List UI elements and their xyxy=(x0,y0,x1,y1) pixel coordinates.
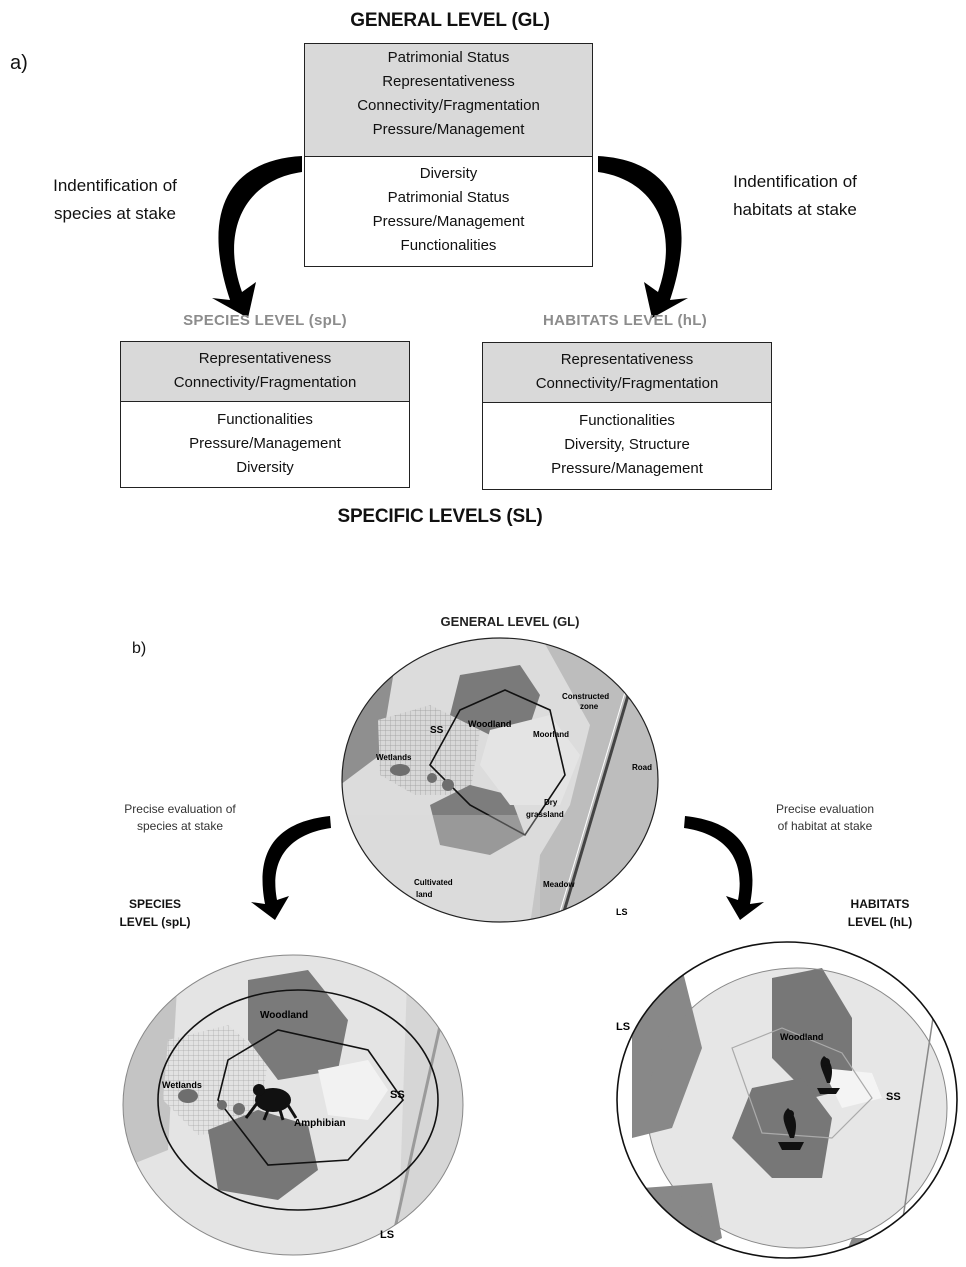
general-level-map: Woodland Constructed zone Moorland SS We… xyxy=(341,637,659,923)
general-level-functional-criteria: Diversity Patrimonial Status Pressure/Ma… xyxy=(305,157,592,258)
criterion: Pressure/Management xyxy=(189,435,341,452)
label-ls: LS xyxy=(616,1021,630,1033)
habitats-functional-criteria: Functionalities Diversity, Structure Pre… xyxy=(483,403,771,481)
right-curved-arrow-a xyxy=(598,156,688,318)
criterion: Pressure/Management xyxy=(372,121,525,138)
criterion: Pressure/Management xyxy=(372,213,525,230)
label-woodland: Woodland xyxy=(260,1010,308,1021)
criterion: Diversity xyxy=(236,459,294,476)
criterion: Patrimonial Status xyxy=(387,49,510,66)
criterion: Connectivity/Fragmentation xyxy=(357,97,540,114)
criterion: Patrimonial Status xyxy=(387,189,510,206)
plant-icon xyxy=(778,1108,804,1150)
criterion: Representativeness xyxy=(560,351,694,368)
label-constructed-1: Constructed xyxy=(562,692,609,701)
label-amphibian: Amphibian xyxy=(294,1118,346,1129)
general-level-title: GENERAL LEVEL (GL) xyxy=(350,10,550,31)
habitats-level-title: HABITATS LEVEL (hL) xyxy=(542,312,708,329)
species-level-map: Woodland Wetlands Amphibian SS LS xyxy=(122,954,464,1256)
panel-a-label: a) xyxy=(10,52,28,74)
panel-b-label: b) xyxy=(132,640,147,657)
label-road: Road xyxy=(632,763,652,772)
label-wetlands: Wetlands xyxy=(162,1080,202,1090)
species-evaluation-caption: Precise evaluation of species at stake xyxy=(124,802,236,833)
label-moorland: Moorland xyxy=(533,730,569,739)
criterion: Connectivity/Fragmentation xyxy=(173,374,357,391)
criterion: Pressure/Management xyxy=(551,460,703,477)
label-dry-2: grassland xyxy=(526,810,564,819)
criterion: Functionalities xyxy=(579,412,675,429)
criterion: Representativeness xyxy=(382,73,515,90)
label-wetlands: Wetlands xyxy=(376,753,412,762)
amphibian-icon xyxy=(244,1084,298,1121)
label-ss: SS xyxy=(390,1089,405,1101)
species-structural-criteria: Representativeness Connectivity/Fragment… xyxy=(121,342,409,402)
plant-icon xyxy=(817,1056,840,1094)
map-habitats-level-label: HABITATS LEVEL (hL) xyxy=(847,897,913,929)
identify-species-label: Indentification of species at stake xyxy=(53,176,177,223)
label-cultivated-1: Cultivated xyxy=(414,878,453,887)
general-level-box: Patrimonial Status Representativeness Co… xyxy=(304,43,593,267)
label-ls: LS xyxy=(380,1229,394,1241)
criterion: Diversity, Structure xyxy=(564,436,690,453)
map-general-level-title: GENERAL LEVEL (GL) xyxy=(440,614,580,629)
habitat-evaluation-caption: Precise evaluation of habitat at stake xyxy=(775,802,875,833)
label-constructed-2: zone xyxy=(580,702,599,711)
criterion: Functionalities xyxy=(400,237,497,254)
habitats-level-map: Woodland SS LS xyxy=(616,941,958,1259)
criterion: Connectivity/Fragmentation xyxy=(535,375,719,392)
label-woodland: Woodland xyxy=(468,719,511,729)
right-curved-arrow-b xyxy=(684,816,764,920)
label-ss: SS xyxy=(886,1091,901,1103)
label-ls: LS xyxy=(616,907,628,917)
species-level-title: SPECIES LEVEL (spL) xyxy=(183,312,347,329)
criterion: Representativeness xyxy=(198,350,332,367)
general-level-structural-criteria: Patrimonial Status Representativeness Co… xyxy=(305,44,592,157)
map-species-level-label: SPECIES LEVEL (spL) xyxy=(119,897,191,929)
habitats-level-box: Representativeness Connectivity/Fragment… xyxy=(482,342,772,490)
label-ss: SS xyxy=(430,725,444,736)
identify-habitats-label: Indentification of habitats at stake xyxy=(733,172,857,219)
label-meadow: Meadow xyxy=(543,880,575,889)
species-functional-criteria: Functionalities Pressure/Management Dive… xyxy=(121,402,409,480)
habitats-structural-criteria: Representativeness Connectivity/Fragment… xyxy=(483,343,771,403)
left-curved-arrow-b xyxy=(251,816,331,920)
criterion: Functionalities xyxy=(217,411,313,428)
criterion: Diversity xyxy=(419,165,478,182)
label-cultivated-2: land xyxy=(416,890,433,899)
left-curved-arrow-a xyxy=(212,156,302,318)
label-dry-1: Dry xyxy=(544,798,558,807)
specific-levels-title: SPECIFIC LEVELS (SL) xyxy=(337,506,543,527)
species-level-box: Representativeness Connectivity/Fragment… xyxy=(120,341,410,488)
label-woodland: Woodland xyxy=(780,1032,823,1042)
